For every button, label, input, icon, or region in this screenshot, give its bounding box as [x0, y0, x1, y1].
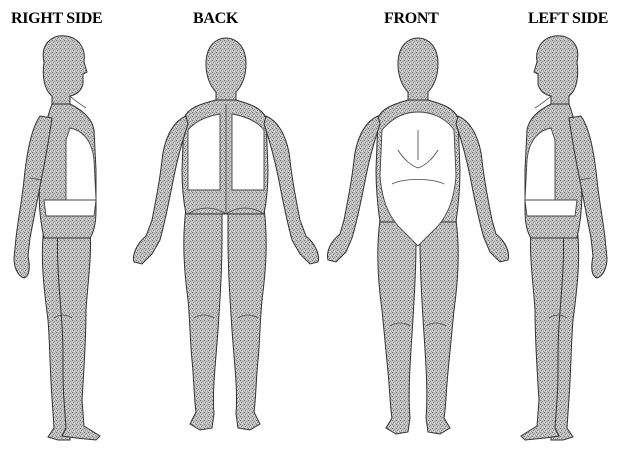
figure-front [328, 38, 509, 434]
figure-left-side [521, 36, 607, 440]
front-right-arm [456, 116, 509, 262]
figure-right-side [14, 36, 100, 440]
left-side-head [534, 36, 578, 108]
left-side-waist-clear [525, 200, 577, 216]
back-left-leg [184, 208, 222, 430]
figure-back [134, 38, 319, 430]
back-right-leg [228, 208, 266, 430]
back-right-arm [264, 116, 319, 264]
back-head [206, 38, 246, 104]
right-side-head [43, 36, 87, 108]
right-side-waist-clear [44, 200, 96, 216]
front-left-arm [328, 116, 381, 262]
back-right-back-clear [232, 114, 264, 190]
front-head [398, 38, 438, 104]
back-left-arm [134, 116, 189, 264]
back-left-back-clear [188, 114, 220, 190]
front-right-leg [420, 220, 458, 434]
front-left-leg [378, 220, 416, 434]
